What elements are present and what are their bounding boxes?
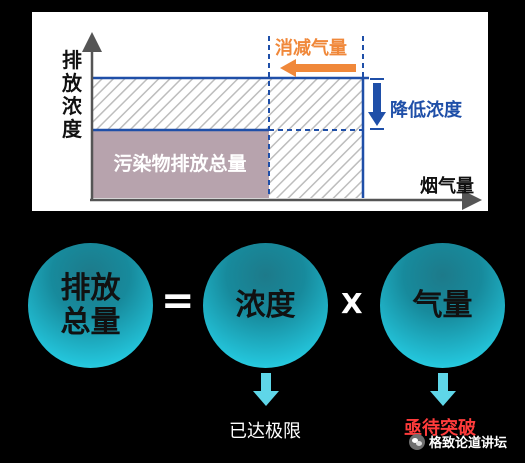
x-axis-label: 烟气量 [420,176,474,197]
blue-arrow-shaft [373,83,381,113]
wechat-icon [409,433,425,450]
hatched-area-upper [92,78,269,130]
orange-arrow-head [280,59,296,77]
watermark-text: 格致论道讲坛 [429,436,508,451]
orange-arrow-shaft [294,64,356,72]
total-emission-text: 排放总量 [60,270,121,340]
gas-volume-text: 气量 [412,287,473,323]
concentration-down-arrow [253,373,279,406]
blue-arrow-head [368,112,386,126]
equals-sign: = [161,278,195,324]
concentration-text: 浓度 [235,287,296,323]
gas-volume-caption: 亟待突破 [404,418,476,439]
times-sign: X [341,287,363,320]
reduce-gas-volume-label: 消减气量 [275,38,347,59]
diagram-panel: 排放浓度 烟气量 消减气量 降低浓度 污染物排放总量 [32,12,488,211]
circle-total-emission: 排放总量 [28,243,153,368]
circle-concentration: 浓度 [203,243,328,368]
pollutant-total-label: 污染物排放总量 [113,153,247,175]
watermark: 格致论道讲坛 [409,432,507,451]
y-axis-label: 排放浓度 [62,48,82,141]
pollutant-total-box [92,130,269,198]
circle-gas-volume: 气量 [380,243,505,368]
hatched-area-right [269,78,363,198]
diagram-graphics [82,32,482,210]
lower-concentration-label: 降低浓度 [390,100,462,121]
gas-volume-down-arrow [430,373,456,406]
concentration-caption: 已达极限 [229,421,301,442]
